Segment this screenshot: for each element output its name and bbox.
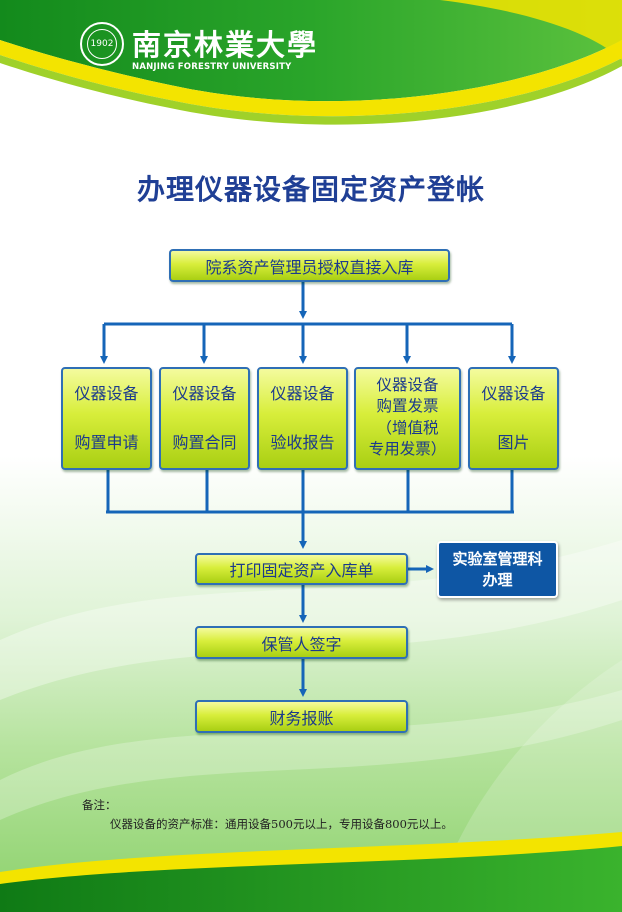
lab-office-line2: 办理 — [482, 570, 513, 589]
doc-box-purchase-invoice: 仪器设备 购置发票 （增值税 专用发票） — [354, 367, 461, 470]
doc-box-acceptance-report: 仪器设备 验收报告 — [257, 367, 348, 470]
start-step-box: 院系资产管理员授权直接入库 — [169, 249, 450, 282]
finance-step-label: 财务报账 — [269, 708, 334, 728]
doc-box-photos: 仪器设备 图片 — [468, 367, 559, 470]
university-logo: 1902 南京林業大學 NANJING FORESTRY UNIVERSITY — [80, 22, 316, 74]
doc-box-line2: 验收报告 — [270, 433, 335, 452]
doc-box-line4: 专用发票） — [368, 439, 447, 458]
doc-box-line1: 仪器设备 — [270, 384, 335, 403]
doc-box-purchase-application: 仪器设备 购置申请 — [61, 367, 152, 470]
start-step-label: 院系资产管理员授权直接入库 — [205, 257, 414, 277]
finance-step-box: 财务报账 — [195, 700, 408, 733]
lab-office-box: 实验室管理科 办理 — [437, 541, 558, 598]
doc-box-line1: 仪器设备 — [481, 384, 546, 403]
school-name-en: NANJING FORESTRY UNIVERSITY — [132, 62, 292, 72]
doc-box-line2: 购置申请 — [74, 433, 139, 452]
sign-step-label: 保管人签字 — [261, 634, 342, 654]
print-step-label: 打印固定资产入库单 — [229, 561, 374, 580]
doc-box-line3: （增值税 — [376, 418, 439, 437]
doc-box-line2: 购置合同 — [172, 433, 237, 452]
doc-box-line2: 图片 — [497, 433, 530, 452]
notes-label: 备注： — [82, 798, 117, 812]
doc-box-line1: 仪器设备 — [376, 376, 439, 394]
doc-box-purchase-contract: 仪器设备 购置合同 — [159, 367, 250, 470]
university-seal-icon: 1902 — [80, 22, 124, 66]
doc-box-line2: 购置发票 — [376, 397, 439, 416]
sign-step-box: 保管人签字 — [195, 626, 408, 659]
lab-office-line1: 实验室管理科 — [452, 549, 543, 568]
school-name-cn: 南京林業大學 — [132, 28, 319, 62]
notes-text: 仪器设备的资产标准：通用设备500元以上，专用设备800元以上。 — [110, 817, 453, 831]
doc-box-line1: 仪器设备 — [172, 384, 237, 403]
doc-box-line1: 仪器设备 — [74, 384, 139, 403]
seal-year: 1902 — [87, 29, 117, 59]
print-step-box: 打印固定资产入库单 — [195, 553, 408, 585]
page-title: 办理仪器设备固定资产登帐 — [136, 173, 485, 206]
